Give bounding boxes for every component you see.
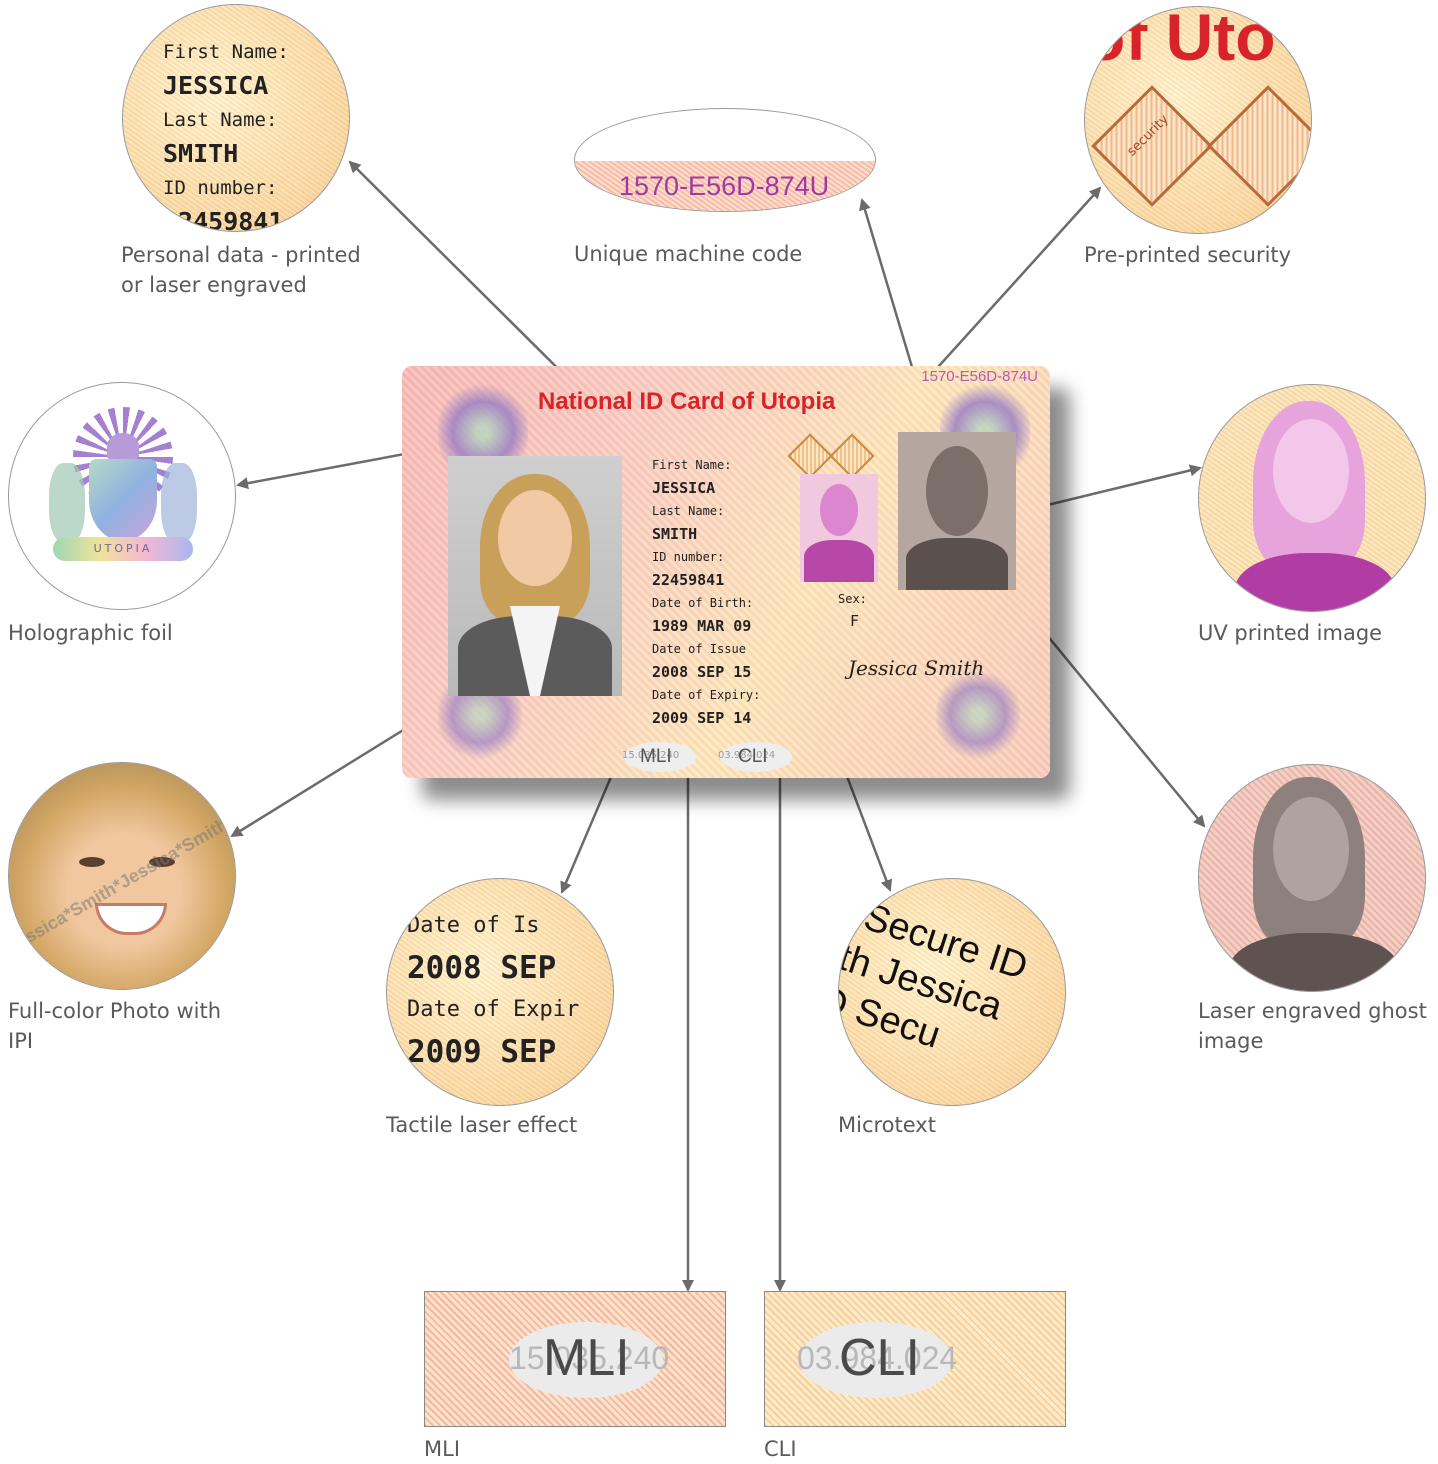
label-machine-code: Unique machine code xyxy=(574,242,803,266)
label-personal-2: or laser engraved xyxy=(121,273,307,297)
label-microtext: Microtext xyxy=(838,1113,936,1137)
zoom-uv xyxy=(1198,384,1426,612)
arrow-machine-code xyxy=(859,198,920,388)
card-title: National ID Card of Utopia xyxy=(538,388,836,415)
label-issue: Date of Issue xyxy=(652,642,746,656)
value-issue: 2008 SEP 15 xyxy=(652,663,752,681)
tactile-l1: Date of Is xyxy=(407,913,540,938)
mli-oval xyxy=(509,1322,663,1398)
zoom-personal-l6: 22459841 xyxy=(163,207,284,232)
label-photo-1: Full-color Photo with xyxy=(8,999,222,1023)
ghost-face xyxy=(1273,797,1349,901)
holo-crown xyxy=(107,433,139,459)
machine-code-text: 1570-E56D-874U xyxy=(619,171,830,201)
holo-supporter-left xyxy=(49,463,85,543)
zoom-personal-l3: Last Name: xyxy=(163,109,278,131)
mli-letters: MLI xyxy=(543,1329,630,1387)
label-first-name: First Name: xyxy=(652,458,732,472)
preprint-word: security xyxy=(1124,112,1172,160)
zoom-laser-ghost xyxy=(1198,764,1426,992)
holo-supporter-right xyxy=(161,463,197,543)
card-mli-oval xyxy=(624,742,696,772)
zoom-microtext: Secure ID ith Jessica ID Secu xyxy=(838,878,1066,1106)
card-data-block: First Name: JESSICA Last Name: SMITH ID … xyxy=(652,454,760,730)
ghost-jacket xyxy=(1229,933,1399,991)
zoom-personal-l1: First Name: xyxy=(163,41,289,63)
uv-face xyxy=(1273,419,1349,523)
zoom-personal-l2: JESSICA xyxy=(163,71,269,100)
label-tactile: Tactile laser effect xyxy=(386,1113,578,1137)
value-dob: 1989 MAR 09 xyxy=(652,617,752,635)
value-last-name: SMITH xyxy=(652,525,698,543)
value-id-number: 22459841 xyxy=(652,571,725,589)
ipi-hair xyxy=(9,763,235,989)
label-holographic: Holographic foil xyxy=(8,621,173,645)
cli-letters: CLI xyxy=(839,1329,920,1387)
label-sex: Sex: xyxy=(838,592,867,606)
label-id-number: ID number: xyxy=(652,550,725,564)
zoom-holographic: UTOPIA xyxy=(8,382,236,610)
zoom-preprinted: of Uto security xyxy=(1084,6,1312,234)
zoom-tactile: Date of Is 2008 SEP Date of Expir 2009 S… xyxy=(386,878,614,1106)
card-crest-bottom-right xyxy=(936,670,1020,760)
photo-face xyxy=(498,490,572,586)
tactile-l4: 2009 SEP xyxy=(407,1034,557,1070)
value-expiry: 2009 SEP 14 xyxy=(652,709,752,727)
machine-code-band xyxy=(575,161,875,211)
card-mli-number: 15.035.240 xyxy=(622,750,680,761)
preprint-title: of Uto xyxy=(1085,6,1276,74)
label-preprinted: Pre-printed security xyxy=(1084,243,1292,267)
cli-number: 03.984.024 xyxy=(797,1340,958,1376)
card-preprint-diamonds xyxy=(787,433,878,479)
label-expiry: Date of Expiry: xyxy=(652,688,761,702)
tactile-l2: 2008 SEP xyxy=(407,950,557,986)
zoom-personal-l5: ID number: xyxy=(163,177,278,199)
label-laser-ghost-2: image xyxy=(1198,1029,1264,1053)
cli-oval xyxy=(799,1322,953,1398)
label-personal-1: Personal data - printed xyxy=(121,243,361,267)
card-main-photo xyxy=(448,456,622,696)
card-uv-image xyxy=(800,474,878,582)
tactile-l3: Date of Expir xyxy=(407,997,580,1022)
zoom-personal-l4: SMITH xyxy=(163,139,239,168)
ipi-eye-right xyxy=(149,857,175,867)
ipi-eye-left xyxy=(79,857,105,867)
zoom-machine-code: 1570-E56D-874U xyxy=(574,108,876,212)
id-card: 1570-E56D-874U National ID Card of Utopi… xyxy=(402,366,1050,778)
card-signature: Jessica Smith xyxy=(848,656,985,680)
label-cli: CLI xyxy=(764,1437,797,1461)
value-sex: F xyxy=(850,612,860,630)
card-cli: CLI xyxy=(738,746,768,767)
card-mli: MLI xyxy=(640,746,672,767)
label-laser-ghost-1: Laser engraved ghost xyxy=(1198,999,1427,1023)
card-cli-number: 03.984.024 xyxy=(718,750,776,761)
card-ghost-image xyxy=(898,432,1016,590)
holo-ribbon-text: UTOPIA xyxy=(93,542,153,555)
label-photo-2: IPI xyxy=(8,1029,34,1053)
preprint-diamond-left: security xyxy=(1091,85,1213,207)
label-last-name: Last Name: xyxy=(652,504,725,518)
label-mli: MLI xyxy=(424,1437,461,1461)
card-cli-oval xyxy=(720,742,792,772)
zoom-personal-data: First Name: JESSICA Last Name: SMITH ID … xyxy=(122,4,350,232)
value-first-name: JESSICA xyxy=(652,479,716,497)
label-dob: Date of Birth: xyxy=(652,596,754,610)
zoom-mli: 15.035.240 MLI xyxy=(424,1291,726,1427)
holo-ribbon: UTOPIA xyxy=(53,537,193,561)
holo-shield xyxy=(89,459,157,541)
card-machine-code: 1570-E56D-874U xyxy=(921,368,1038,385)
label-uv: UV printed image xyxy=(1198,621,1383,645)
uv-jacket xyxy=(1235,553,1395,611)
mli-number: 15.035.240 xyxy=(509,1340,670,1376)
zoom-photo-ipi: Jessica*Smith*Jessica*Smith* xyxy=(8,762,236,990)
zoom-cli: 03.984.024 CLI xyxy=(764,1291,1066,1427)
